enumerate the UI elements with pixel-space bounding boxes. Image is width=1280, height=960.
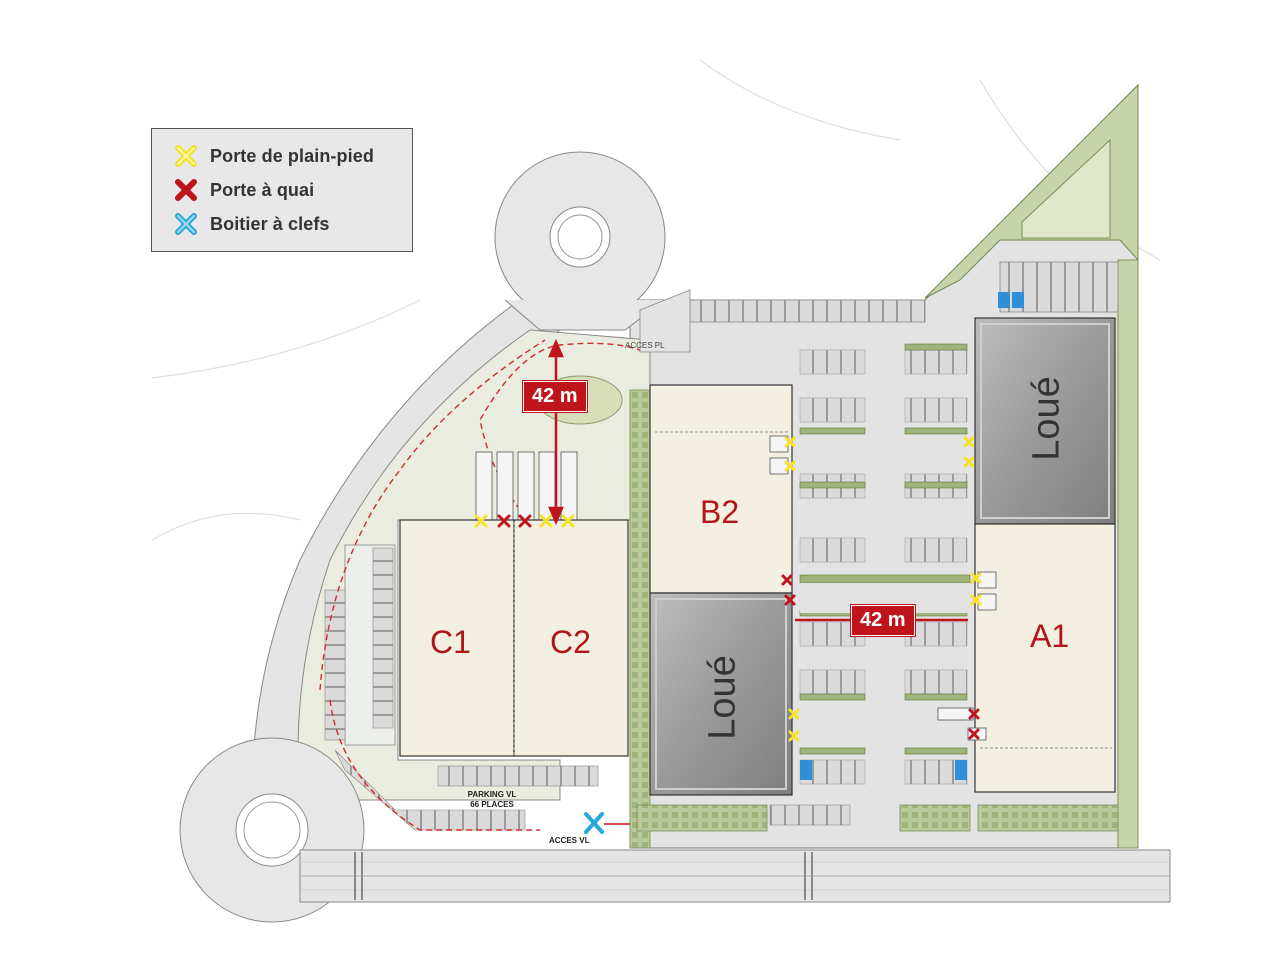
yellow-cross-icon	[174, 144, 198, 168]
legend: Porte de plain-pied Porte à quai Boitier…	[151, 128, 413, 252]
legend-label: Porte de plain-pied	[210, 145, 374, 166]
label-acces-pl: ACCES PL	[625, 341, 665, 350]
building-rented-middle	[649, 592, 793, 796]
legend-item-quai: Porte à quai	[174, 177, 314, 203]
building-c2	[513, 519, 629, 757]
unit-label-loue-right: Loué	[1025, 376, 1068, 461]
unit-label-c1: C1	[430, 624, 471, 660]
building-b2	[649, 384, 793, 594]
legend-label: Boitier à clefs	[210, 213, 330, 234]
label-acces-vl: ACCES VL	[549, 836, 590, 845]
unit-label-loue-middle: Loué	[701, 655, 744, 740]
building-rented-right	[974, 317, 1116, 525]
dimension-tag-vertical: 42 m	[523, 381, 587, 412]
blue-cross-icon	[174, 212, 198, 236]
legend-item-clefs: Boitier à clefs	[174, 211, 330, 237]
label-parking-line1: PARKING VL	[467, 790, 517, 799]
dimension-tag-horizontal: 42 m	[851, 605, 915, 636]
unit-label-b2: B2	[700, 494, 740, 530]
building-a1	[974, 523, 1116, 793]
label-parking-line2: 66 PLACES	[470, 800, 514, 809]
building-c1	[399, 519, 515, 757]
red-cross-icon	[174, 178, 198, 202]
unit-label-a1: A1	[1030, 618, 1070, 654]
unit-label-c2: C2	[550, 624, 591, 660]
legend-item-plain-pied: Porte de plain-pied	[174, 143, 374, 169]
legend-label: Porte à quai	[210, 179, 315, 200]
